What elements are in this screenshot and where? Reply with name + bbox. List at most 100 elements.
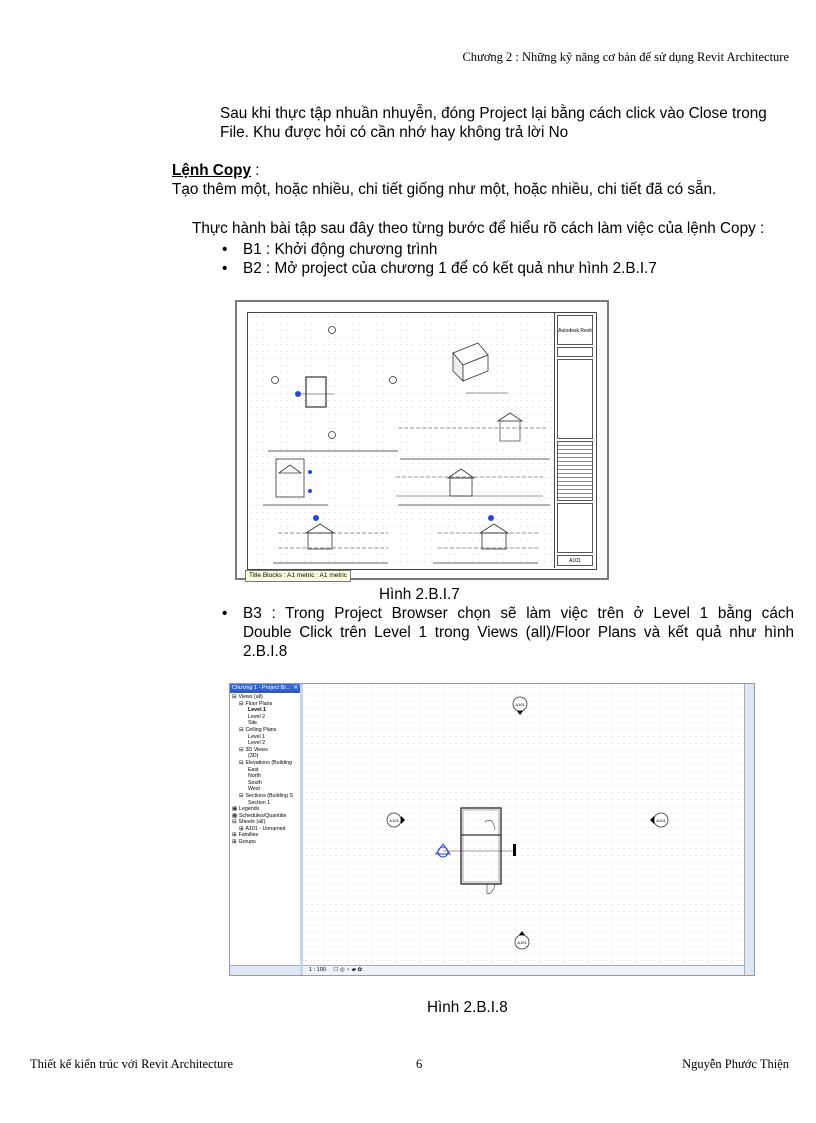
view-scale[interactable]: 1 : 100 — [309, 967, 326, 973]
tree-item[interactable]: ⊟Sections (Building S — [230, 793, 300, 800]
tree-item-label: Level 2 — [248, 740, 266, 747]
project-browser-title-text: Chương 1 - Project Br... — [232, 685, 291, 691]
tree-item[interactable]: Level 2 — [230, 714, 300, 721]
floor-plan-drawing: A101 A101 A101 A101 — [386, 696, 669, 950]
bullet-icon: • — [222, 605, 228, 622]
tree-item-label: {3D} — [248, 753, 259, 760]
tree-item[interactable]: Level 2 — [230, 740, 300, 747]
drawing-sheet: Autodesk Revit A101 — [247, 312, 597, 570]
view-control-icons[interactable]: ☐ ◎ ♀ ▰ ✿ — [333, 967, 363, 973]
tree-item[interactable]: {3D} — [230, 753, 300, 760]
tree-item-label: Level 2 — [248, 713, 266, 720]
tree-item[interactable]: Level 1 — [230, 707, 300, 714]
section-heading: Lệnh Copy : — [172, 161, 260, 180]
sheet-views-drawing — [263, 326, 550, 564]
tree-toggle-icon[interactable]: ⊟ — [239, 746, 244, 753]
tree-item[interactable]: North — [230, 773, 300, 780]
practice-intro: Thực hành bài tập sau đây theo từng bước… — [192, 220, 765, 237]
tree-item-label: Views (all) — [238, 694, 263, 700]
title-block-project — [557, 347, 593, 357]
figure-2-caption: Hình 2.B.I.8 — [427, 999, 508, 1016]
tree-item[interactable]: ⊞A101 - Unnamed — [230, 826, 300, 833]
tree-toggle-icon[interactable]: ⊟ — [232, 694, 237, 700]
project-browser: Chương 1 - Project Br... ✕ ⊟Views (all)⊟… — [230, 684, 303, 975]
footer-author: Nguyễn Phước Thiện — [682, 1057, 789, 1071]
svg-text:A101: A101 — [656, 818, 666, 823]
tree-item[interactable]: ⊞Families — [230, 832, 300, 839]
tree-toggle-icon[interactable]: ⊟ — [232, 819, 237, 826]
tree-item[interactable]: ⊟Elevations (Building — [230, 760, 300, 767]
tree-item-label: Groups — [238, 839, 256, 846]
tree-item-label: Schedules/Quantitie — [239, 812, 287, 819]
svg-text:A101: A101 — [389, 818, 399, 823]
tree-item-label: Floor Plans — [245, 700, 273, 707]
tree-toggle-icon[interactable]: ⊟ — [239, 700, 244, 707]
tree-toggle-icon[interactable]: ⊟ — [239, 759, 244, 766]
tree-item[interactable]: ⊞Groups — [230, 839, 300, 846]
tree-item[interactable]: Section 1 — [230, 800, 300, 807]
figure-sheet-screenshot: Autodesk Revit A101 Title Blocks : A1 me… — [235, 300, 609, 582]
title-block-sheet-number: A101 — [557, 555, 593, 566]
section-heading-colon: : — [251, 162, 260, 179]
tree-toggle-icon[interactable]: ▦ — [232, 812, 238, 819]
title-block-info — [557, 503, 593, 553]
title-block: Autodesk Revit A101 — [555, 313, 595, 568]
tree-item[interactable]: Level 1 — [230, 734, 300, 741]
tree-item[interactable]: ▦Legends — [230, 806, 300, 813]
step-b3-line-1: B3 : Trong Project Browser chọn sẽ làm v… — [243, 605, 794, 622]
tree-item-label: Sheets (all) — [238, 819, 266, 826]
tree-toggle-icon[interactable]: ▦ — [232, 806, 238, 813]
figure-revit-window: Chương 1 - Project Br... ✕ ⊟Views (all)⊟… — [229, 683, 755, 976]
tree-toggle-icon[interactable]: ⊞ — [239, 825, 244, 832]
title-block-notes — [557, 359, 593, 439]
close-icon[interactable]: ✕ — [293, 685, 298, 691]
tree-item-label: Section 1 — [248, 799, 271, 806]
tree-item[interactable]: ⊟Ceiling Plans — [230, 727, 300, 734]
tree-item-label: Level 1 — [248, 707, 266, 714]
tree-toggle-icon[interactable]: ⊞ — [232, 839, 237, 846]
tree-item-label: A101 - Unnamed — [245, 825, 286, 832]
step-b3-line-2: Double Click trên Level 1 trong Views (a… — [243, 624, 794, 641]
step-b2-text: B2 : Mở project của chương 1 để có kết q… — [243, 260, 657, 277]
tree-item[interactable]: ⊟Sheets (all) — [230, 819, 300, 826]
intro-line-2: File. Khu được hỏi có cần nhớ hay không … — [220, 124, 569, 141]
tree-item-label: Legends — [239, 806, 260, 813]
project-browser-title: Chương 1 - Project Br... ✕ — [230, 684, 300, 693]
tree-item-label: West — [248, 786, 260, 793]
tree-item[interactable]: ▦Schedules/Quantitie — [230, 813, 300, 820]
svg-text:A101: A101 — [515, 702, 525, 707]
drawing-canvas[interactable]: A101 A101 A101 A101 — [303, 684, 745, 965]
step-b1: • B1 : Khởi động chương trình — [222, 240, 782, 259]
canvas-vertical-scrollbar[interactable] — [744, 684, 754, 975]
view-control-bar: 1 : 100 ☐ ◎ ♀ ▰ ✿ — [303, 965, 745, 975]
tree-item[interactable]: ⊟Floor Plans — [230, 701, 300, 708]
tree-item[interactable]: Site — [230, 720, 300, 727]
tree-item[interactable]: ⊟Views (all) — [230, 694, 300, 701]
tree-item-label: Ceiling Plans — [245, 726, 277, 733]
tree-item-label: North — [248, 773, 261, 780]
title-block-revisions — [557, 441, 593, 501]
tree-item-label: Level 1 — [248, 733, 266, 740]
tree-item[interactable]: West — [230, 786, 300, 793]
svg-text:A101: A101 — [517, 940, 527, 945]
footer-page-number: 6 — [416, 1057, 423, 1071]
step-b2: • B2 : Mở project của chương 1 để có kết… — [222, 259, 782, 278]
footer-book-title: Thiết kế kiến trúc với Revit Architectur… — [30, 1057, 234, 1071]
tree-toggle-icon[interactable]: ⊞ — [232, 832, 237, 839]
bullet-icon: • — [222, 260, 228, 277]
sheet-drawing-area — [248, 313, 555, 568]
step-b3-line-3: 2.B.I.8 — [243, 643, 288, 660]
tree-item-label: Sections (Building S — [245, 792, 293, 799]
step-b1-text: B1 : Khởi động chương trình — [243, 241, 438, 258]
tree-item[interactable]: South — [230, 780, 300, 787]
tree-item[interactable]: ⊟3D Views — [230, 747, 300, 754]
tree-toggle-icon[interactable]: ⊟ — [239, 726, 244, 733]
project-browser-scrollbar[interactable] — [230, 965, 300, 975]
chapter-header: Chương 2 : Những kỹ năng cơ bản để sử dụ… — [462, 50, 789, 64]
figure-1-caption: Hình 2.B.I.7 — [379, 586, 460, 603]
tree-item-label: South — [248, 779, 262, 786]
title-block-tooltip: Title Blocks : A1 metric : A1 metric — [245, 570, 352, 582]
tree-toggle-icon[interactable]: ⊟ — [239, 792, 244, 799]
tree-item[interactable]: East — [230, 767, 300, 774]
